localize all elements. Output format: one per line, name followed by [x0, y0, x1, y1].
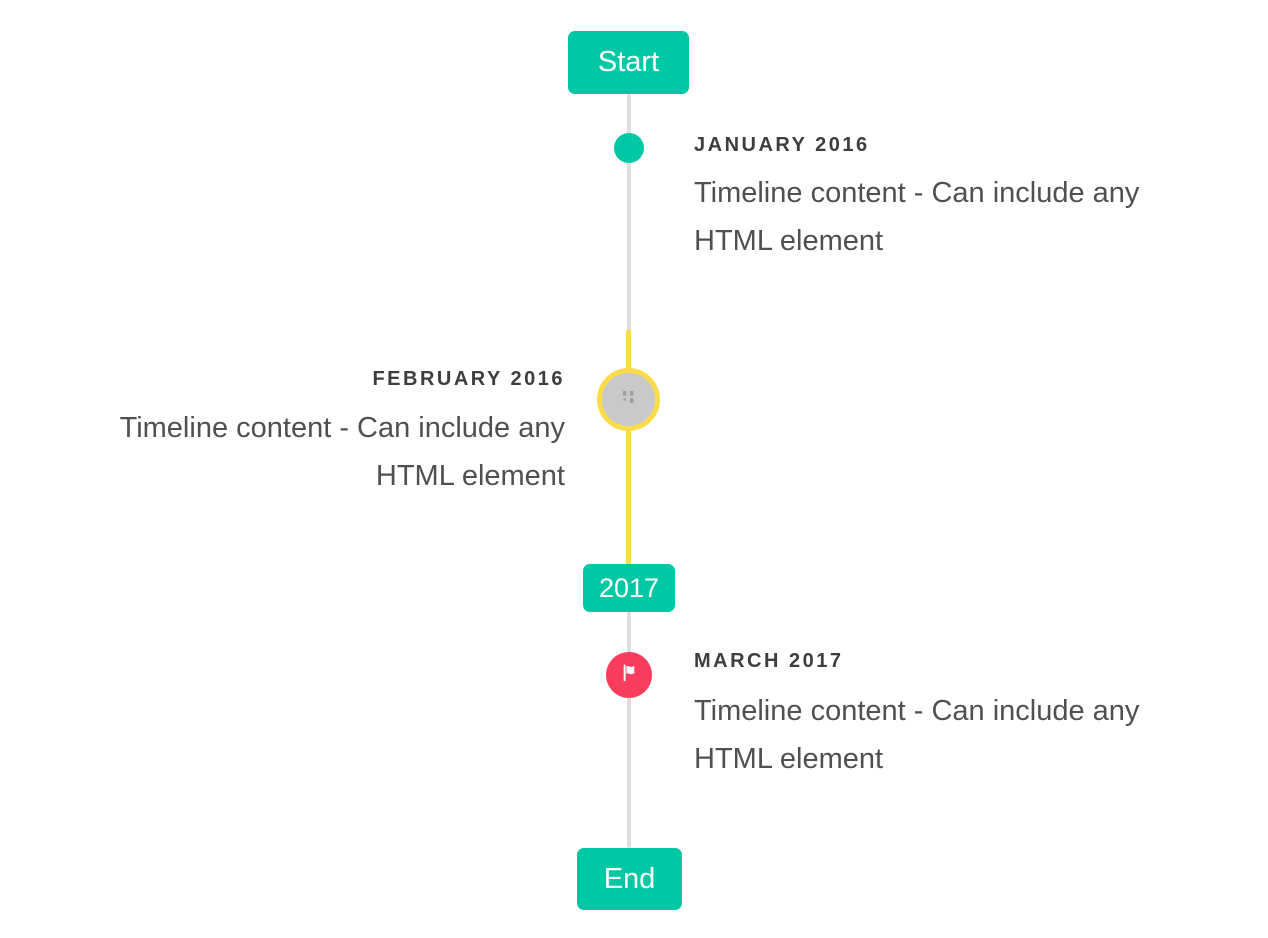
timeline-start-tag: Start [568, 31, 689, 94]
item-2-title: FEBRUARY 2016 [372, 368, 565, 390]
item-3-content: Timeline content - Can include any HTML … [694, 687, 1139, 783]
item-1-content: Timeline content - Can include any HTML … [694, 169, 1139, 265]
item-2-content-line-2: HTML element [375, 460, 565, 492]
item-3-marker-flag-circle [606, 652, 652, 698]
item-1-content-line-2: HTML element [694, 225, 884, 257]
item-3-title: MARCH 2017 [694, 650, 844, 672]
timeline-end-tag: End [577, 848, 682, 910]
item-1-marker-dot [614, 133, 644, 163]
timeline-line-highlight [626, 330, 631, 564]
timeline-year-tag: 2017 [583, 564, 675, 612]
item-2-marker-image-circle [597, 368, 660, 431]
broken-image-icon [619, 389, 639, 410]
item-1-content-line-1: Timeline content - Can include any [694, 177, 1140, 209]
item-2-content: Timeline content - Can include any HTML … [120, 404, 565, 500]
item-3-content-line-1: Timeline content - Can include any [694, 695, 1140, 727]
item-3-content-line-2: HTML element [694, 743, 884, 775]
flag-icon [618, 662, 640, 689]
item-2-content-line-1: Timeline content - Can include any [119, 412, 565, 444]
item-1-title: JANUARY 2016 [694, 134, 870, 156]
